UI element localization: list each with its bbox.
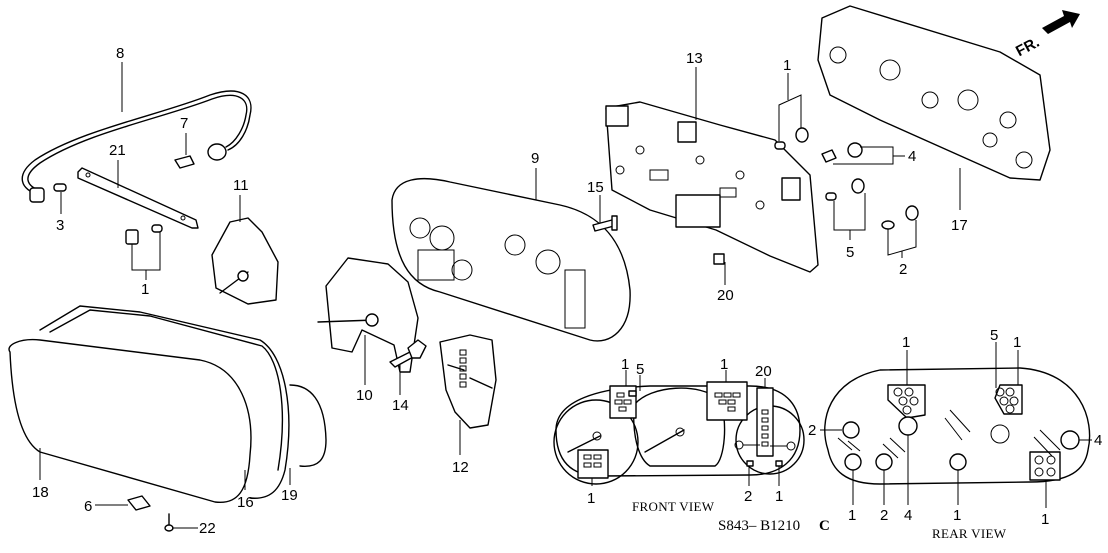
diagram-code-text: S843– B1210 [718, 518, 800, 534]
callout-1-left: 1 [141, 281, 149, 298]
callout-9: 9 [531, 150, 539, 167]
rear-callout-4a: 4 [1094, 432, 1102, 449]
callout-16: 16 [237, 494, 254, 511]
part-16-meter-visor: 16 [39, 305, 290, 511]
socket-icon [207, 143, 227, 161]
fr-label: FR. [1013, 34, 1042, 60]
callout-21: 21 [109, 142, 126, 159]
part-12-fuel-temp-gauge: 12 [439, 334, 497, 476]
part-6-clip: 6 [84, 495, 151, 515]
part-13-printed-circuit-board: 13 [605, 50, 819, 273]
part-8-wire-harness: 8 [21, 45, 252, 203]
front-callout-2: 2 [744, 488, 752, 505]
front-callout-20: 20 [755, 363, 772, 380]
part-5-bulb-socket: 5 [825, 178, 866, 261]
callout-17: 17 [951, 217, 968, 234]
rear-callout-1d: 1 [953, 507, 961, 524]
front-view-caption: FRONT VIEW [632, 499, 715, 514]
part-10-speedometer-face: 10 [317, 257, 419, 404]
callout-7: 7 [180, 115, 188, 132]
callout-8: 8 [116, 45, 124, 62]
callout-2: 2 [899, 261, 907, 278]
arrow-icon [1042, 10, 1080, 34]
rear-callout-1c: 1 [848, 507, 856, 524]
rear-callout-5: 5 [990, 327, 998, 344]
rear-callout-1b: 1 [1013, 334, 1021, 351]
connector-icon [29, 187, 45, 203]
diagram-code-suffix: C [819, 518, 830, 534]
front-callout-1d: 1 [775, 488, 783, 505]
part-1-bulb-set-left: 1 [125, 224, 163, 298]
part-22-screw: 22 [164, 513, 216, 537]
rear-callout-1a: 1 [902, 334, 910, 351]
part-19-panel: 19 [281, 384, 327, 504]
front-callout-1b: 1 [720, 356, 728, 373]
part-7-bulb: 7 [174, 115, 195, 169]
front-view-inset: 1 5 1 20 1 2 1 FRONT VIEW [553, 356, 805, 514]
callout-22: 22 [199, 520, 216, 537]
rear-callout-4b: 4 [904, 507, 912, 524]
part-1-bulb-set-right: 1 [774, 57, 809, 150]
callout-14: 14 [392, 397, 409, 414]
callout-11: 11 [233, 177, 249, 194]
part-9-meter-case: 9 [391, 150, 631, 342]
callout-3: 3 [56, 217, 64, 234]
part-17-rear-housing: 17 [817, 5, 1051, 234]
front-callout-5: 5 [636, 361, 644, 378]
callout-15: 15 [587, 179, 604, 196]
rear-callout-2a: 2 [808, 422, 816, 439]
callout-13: 13 [686, 50, 703, 67]
front-callout-1a: 1 [621, 356, 629, 373]
callout-20: 20 [717, 287, 734, 304]
rear-callout-1e: 1 [1041, 511, 1049, 528]
callout-6: 6 [84, 498, 92, 515]
diagram-code: S843– B1210 C [718, 518, 830, 534]
part-14-reset-knob: 14 [389, 339, 427, 414]
part-4-bulb-socket: 4 [821, 142, 916, 165]
rear-callout-2b: 2 [880, 507, 888, 524]
front-direction-indicator: FR. [1013, 10, 1080, 60]
part-18-lens: 18 [8, 338, 252, 504]
callout-10: 10 [356, 387, 373, 404]
part-20-lcd-unit: 20 [713, 253, 734, 304]
callout-5: 5 [846, 244, 854, 261]
front-callout-1c: 1 [587, 490, 595, 507]
callout-1-right: 1 [783, 57, 791, 74]
part-2-bulb-socket: 2 [881, 205, 919, 278]
part-21-plate: 21 [77, 142, 199, 229]
callout-4: 4 [908, 148, 916, 165]
part-11-gauge-face: 11 [211, 177, 279, 305]
rear-view-inset: 1 5 1 2 4 1 2 4 1 1 REAR VIEW [808, 327, 1102, 541]
callout-12: 12 [452, 459, 469, 476]
callout-18: 18 [32, 484, 49, 501]
part-3-bulb: 3 [53, 183, 67, 234]
callout-19: 19 [281, 487, 298, 504]
rear-view-caption: REAR VIEW [932, 526, 1007, 541]
part-15-screw: 15 [587, 179, 618, 232]
